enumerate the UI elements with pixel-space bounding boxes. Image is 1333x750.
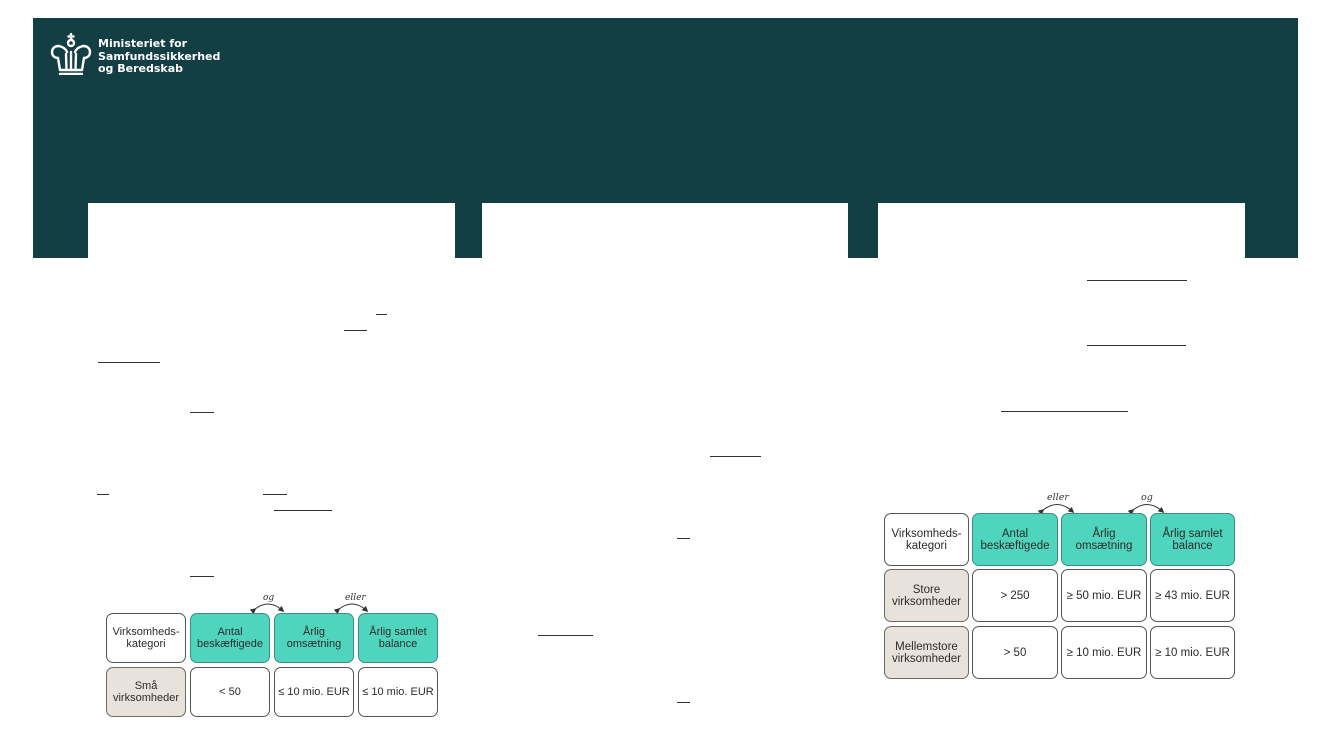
table-row-label-medium: Mellemstore virksomheder xyxy=(884,626,969,679)
table-cell-balance: ≥ 10 mio. EUR xyxy=(1150,626,1235,679)
table-cell-turnover: ≥ 10 mio. EUR xyxy=(1061,626,1147,679)
ministry-name-line-2: Samfundssikkerhed xyxy=(98,49,221,63)
table-cell-employees: > 250 xyxy=(972,569,1058,622)
table-cell-turnover: ≥ 50 mio. EUR xyxy=(1061,569,1147,622)
link-underline xyxy=(1087,345,1186,346)
link-underline xyxy=(97,494,109,495)
arrow-eller xyxy=(333,603,369,614)
connector-label: eller xyxy=(345,593,366,603)
table-header-turnover: Årlig omsætning xyxy=(1061,513,1147,566)
table-cell-employees: > 50 xyxy=(972,626,1058,679)
table-row-label-small: Små virksomheder xyxy=(106,667,186,717)
table-header-turnover: Årlig omsætning xyxy=(274,613,354,663)
link-underline xyxy=(274,510,332,511)
table-cell-balance: ≥ 43 mio. EUR xyxy=(1150,569,1235,622)
link-underline xyxy=(263,494,287,495)
arrow-og xyxy=(249,603,285,614)
ministry-logo: Ministeriet for Samfundssikkerhed og Ber… xyxy=(50,33,220,76)
link-underline xyxy=(677,702,690,703)
connector-arrows xyxy=(1037,504,1165,515)
table-header-category: Virksomheds- kategori xyxy=(884,513,969,566)
content-panel-middle xyxy=(482,203,848,258)
arrow-og xyxy=(1127,504,1165,515)
link-underline xyxy=(1001,411,1128,412)
link-underline xyxy=(190,576,214,577)
link-underline xyxy=(190,412,214,413)
ministry-name: Ministeriet for Samfundssikkerhed og Ber… xyxy=(98,37,221,76)
table-header-employees: Antal beskæftigede xyxy=(972,513,1058,566)
connector-arrows xyxy=(249,603,369,614)
arrow-eller xyxy=(1037,504,1075,515)
table-cell-employees: < 50 xyxy=(190,667,270,717)
content-panel-right xyxy=(878,203,1245,258)
ministry-name-line-1: Ministeriet for xyxy=(98,37,188,50)
table-header-balance: Årlig samlet balance xyxy=(358,613,438,663)
link-underline xyxy=(98,362,160,363)
connector-label: eller xyxy=(1047,492,1069,503)
connector-label: og xyxy=(1141,492,1153,503)
link-underline xyxy=(538,635,593,636)
link-underline xyxy=(376,314,387,315)
link-underline xyxy=(710,456,761,457)
table-header-balance: Årlig samlet balance xyxy=(1150,513,1235,566)
connector-label: og xyxy=(263,593,275,603)
table-cell-balance: ≤ 10 mio. EUR xyxy=(358,667,438,717)
crown-icon xyxy=(50,33,92,75)
table-row-label-large: Store virksomheder xyxy=(884,569,969,622)
table-header-employees: Antal beskæftigede xyxy=(190,613,270,663)
link-underline xyxy=(677,538,690,539)
content-panel-left xyxy=(88,203,455,258)
ministry-name-line-3: og Beredskab xyxy=(98,62,184,75)
link-underline xyxy=(1087,280,1187,281)
table-header-category: Virksomheds- kategori xyxy=(106,613,186,663)
link-underline xyxy=(344,330,367,331)
table-cell-turnover: ≤ 10 mio. EUR xyxy=(274,667,354,717)
